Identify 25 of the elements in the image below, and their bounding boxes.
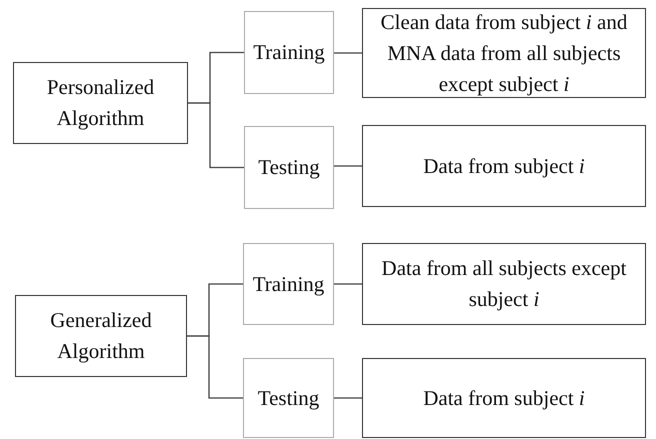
text-box xyxy=(13,62,188,144)
text-box xyxy=(362,125,646,207)
connector-line xyxy=(188,102,244,168)
text-box xyxy=(15,295,187,377)
text-box xyxy=(362,243,646,325)
box-label: Training xyxy=(252,270,324,298)
box-label: Clean data from subject i and MNA data from all subjects except subject i xyxy=(380,8,628,98)
box-label: Data from subject i xyxy=(423,384,585,412)
stage-box xyxy=(243,358,334,438)
text-box xyxy=(362,358,646,438)
stage-box xyxy=(244,11,334,94)
connector-line xyxy=(187,335,243,399)
stage-box xyxy=(243,243,334,325)
box-label: Personalized Algorithm xyxy=(46,74,156,132)
connector-line xyxy=(334,283,362,285)
connector-line xyxy=(334,397,362,399)
connector-line xyxy=(334,165,362,167)
box-label: Data from subject i xyxy=(423,152,585,180)
box-label: Testing xyxy=(258,154,320,181)
box-label: Training xyxy=(253,39,325,66)
stage-box xyxy=(244,126,334,209)
box-label: Testing xyxy=(258,384,320,412)
box-label: Generalized Algorithm xyxy=(49,307,153,365)
connector-line xyxy=(334,52,362,54)
box-label: Data from all subjects except subject i xyxy=(380,255,628,313)
